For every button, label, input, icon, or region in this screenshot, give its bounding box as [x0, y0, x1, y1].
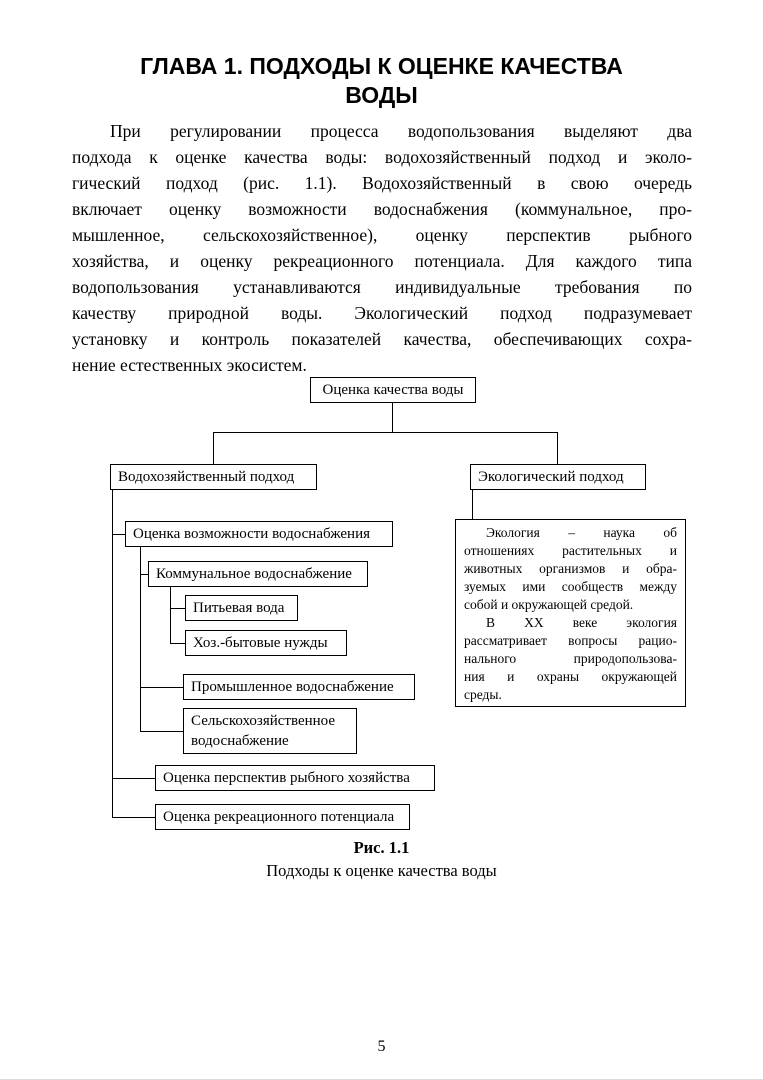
figure-caption: Подходы к оценке качества воды [266, 861, 497, 880]
connector-line [112, 490, 113, 817]
diagram-box-communal-supply: Коммунальное водоснабжение [148, 561, 368, 587]
diagram-box-supply-assessment: Оценка возможности водоснабжения [125, 521, 393, 547]
diagram-box-ecology-note: Экология – наука об отношениях раститель… [455, 519, 686, 707]
connector-line [140, 731, 183, 732]
connector-line [213, 432, 558, 433]
connector-line [557, 432, 558, 465]
connector-line [170, 587, 171, 643]
connector-line [140, 687, 183, 688]
chapter-title: ГЛАВА 1. ПОДХОДЫ К ОЦЕНКЕ КАЧЕСТВА ВОДЫ [0, 52, 763, 110]
paragraph-line: качеству природной воды. Экологический п… [72, 303, 692, 323]
diagram-box-recreation-assessment: Оценка рекреационного потенциала [155, 804, 410, 830]
paragraph-line: водопользования устанавливаются индивиду… [72, 277, 692, 297]
ecology-note-line: нального природопользова- [464, 651, 677, 666]
connector-line [140, 547, 141, 731]
ecology-note-line: животных организмов и обра- [464, 561, 677, 576]
diagram-box-agricultural-supply: Сельскохозяйственное водоснабжение [183, 708, 357, 754]
diagram-box-water-management-approach: Водохозяйственный подход [110, 464, 317, 490]
page-number: 5 [377, 1038, 386, 1055]
ecology-note-line: отношениях растительных и [464, 543, 677, 558]
ecology-note-line: Экология – наука об [486, 525, 677, 540]
diagram-box-drinking-water: Питьевая вода [185, 595, 298, 621]
chapter-title-line1: ГЛАВА 1. ПОДХОДЫ К ОЦЕНКЕ КАЧЕСТВА [140, 53, 623, 79]
ecology-note-line: ния и охраны окружающей [464, 669, 677, 684]
figure-label: Рис. 1.1 [353, 838, 410, 857]
connector-line [140, 574, 148, 575]
paragraph-line: гический подход (рис. 1.1). Водохозяйств… [72, 173, 692, 193]
ecology-note-line: зуемых ими сообществ между [464, 579, 677, 594]
diagram-box-fishery-assessment: Оценка перспектив рыбного хозяйства [155, 765, 435, 791]
diagram-box-water-quality-assessment: Оценка качества воды [310, 377, 476, 403]
ecology-note-line: рассматривает вопросы рацио- [464, 633, 677, 648]
paragraph-line: мышленное, сельскохозяйственное), оценку… [72, 225, 692, 245]
connector-line [112, 778, 155, 779]
connector-line [472, 490, 473, 520]
diagram-box-industrial-supply: Промышленное водоснабжение [183, 674, 415, 700]
connector-line [112, 817, 155, 818]
ecology-note-line: собой и окружающей средой. [464, 597, 634, 612]
paragraph-line: нение естественных экосистем. [72, 355, 307, 375]
paragraph-line: подхода к оценке качества воды: водохозя… [72, 147, 692, 167]
ecology-note-line: среды. [464, 687, 502, 702]
ecology-note-line: В XX веке экология [486, 615, 677, 630]
connector-line [213, 432, 214, 465]
paragraph-line: установку и контроль показателей качеств… [72, 329, 692, 349]
chapter-title-line2: ВОДЫ [345, 82, 418, 108]
diagram-box-household-needs: Хоз.-бытовые нужды [185, 630, 347, 656]
connector-line [170, 643, 185, 644]
paragraph-line: включает оценку возможности водоснабжени… [72, 199, 692, 219]
diagram-box-ecological-approach: Экологический подход [470, 464, 646, 490]
connector-line [170, 608, 185, 609]
intro-paragraph: При регулировании процесса водопользован… [72, 118, 692, 378]
connector-line [392, 403, 393, 433]
paragraph-line: хозяйства, и оценку рекреационного потен… [72, 251, 692, 271]
paragraph-line: При регулировании процесса водопользован… [110, 121, 692, 141]
connector-line [112, 534, 125, 535]
